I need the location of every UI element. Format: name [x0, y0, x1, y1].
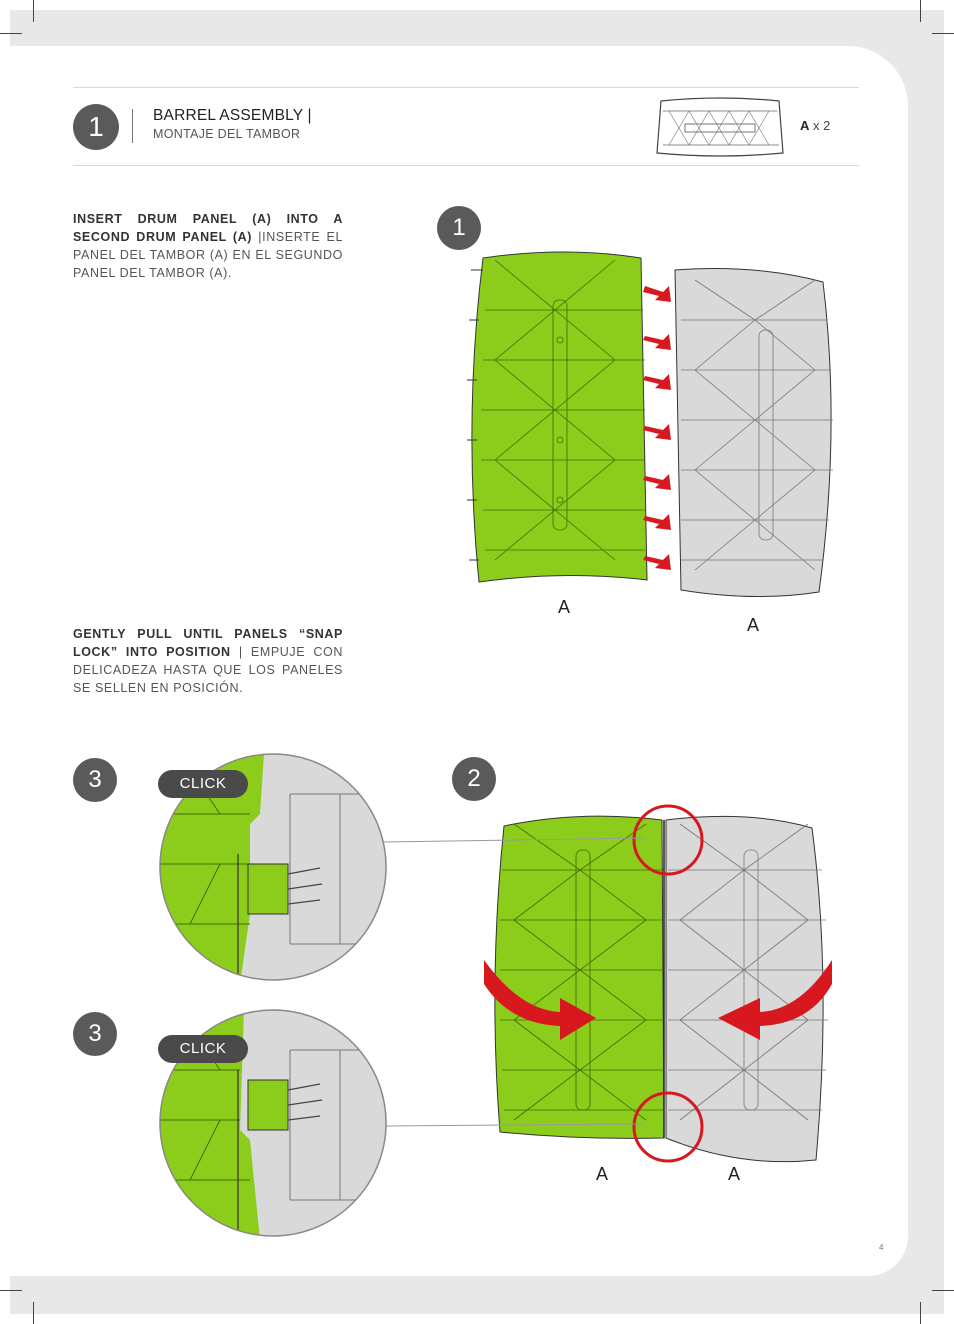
- instruction-pull-spanish: | EMPUJE CON DELICADEZA HASTA QUE LOS PA…: [73, 645, 343, 695]
- figure-1-badge: 1: [437, 206, 481, 250]
- crop-mark: [0, 1290, 22, 1291]
- crop-mark: [33, 0, 34, 22]
- crop-mark: [920, 1302, 921, 1324]
- crop-mark: [33, 1302, 34, 1324]
- detail-top-closeup: [159, 753, 387, 981]
- header-divider: [132, 109, 133, 143]
- part-quantity: A x 2: [800, 118, 830, 133]
- detail-top-badge: 3: [73, 758, 117, 802]
- instruction-insert-bold: INSERT DRUM PANEL (A) INTO A SECOND DRUM…: [73, 212, 343, 244]
- figure-2-label-left: A: [596, 1164, 609, 1184]
- figure-1-label-right: A: [747, 615, 760, 635]
- part-count: x 2: [813, 118, 831, 133]
- page-number: 4: [879, 1243, 884, 1252]
- part-letter: A: [800, 118, 810, 133]
- crop-mark: [932, 33, 954, 34]
- header-rule-top: [73, 87, 859, 88]
- instruction-pull-bold: GENTLY PULL UNTIL PANELS “SNAP LOCK” INT…: [73, 627, 343, 659]
- step-number-badge: 1: [73, 104, 119, 150]
- figure-1-label-left: A: [558, 597, 571, 617]
- page-title: BARREL ASSEMBLY |: [153, 107, 312, 124]
- instruction-insert-spanish: |INSERTE EL PANEL DEL TAMBOR (A) EN EL S…: [73, 230, 343, 280]
- figure-2-badge: 2: [452, 757, 496, 801]
- figure-2-panels: [484, 804, 832, 1163]
- page-subtitle: MONTAJE DEL TAMBOR: [153, 127, 301, 141]
- figure-1-panels: [467, 251, 833, 598]
- crop-mark: [920, 0, 921, 22]
- crop-mark: [0, 33, 22, 34]
- detail-top-click-label: CLICK: [158, 770, 248, 798]
- detail-bottom-closeup: [159, 1009, 387, 1237]
- figure-2-label-right: A: [728, 1164, 741, 1184]
- detail-bottom-badge: 3: [73, 1012, 117, 1056]
- instruction-pull: GENTLY PULL UNTIL PANELS “SNAP LOCK” INT…: [73, 625, 343, 697]
- detail-bottom-click-label: CLICK: [158, 1035, 248, 1063]
- instruction-insert: INSERT DRUM PANEL (A) INTO A SECOND DRUM…: [73, 210, 343, 282]
- part-a-thumbnail: [656, 97, 784, 157]
- header-rule-bottom: [73, 165, 859, 166]
- crop-mark: [932, 1290, 954, 1291]
